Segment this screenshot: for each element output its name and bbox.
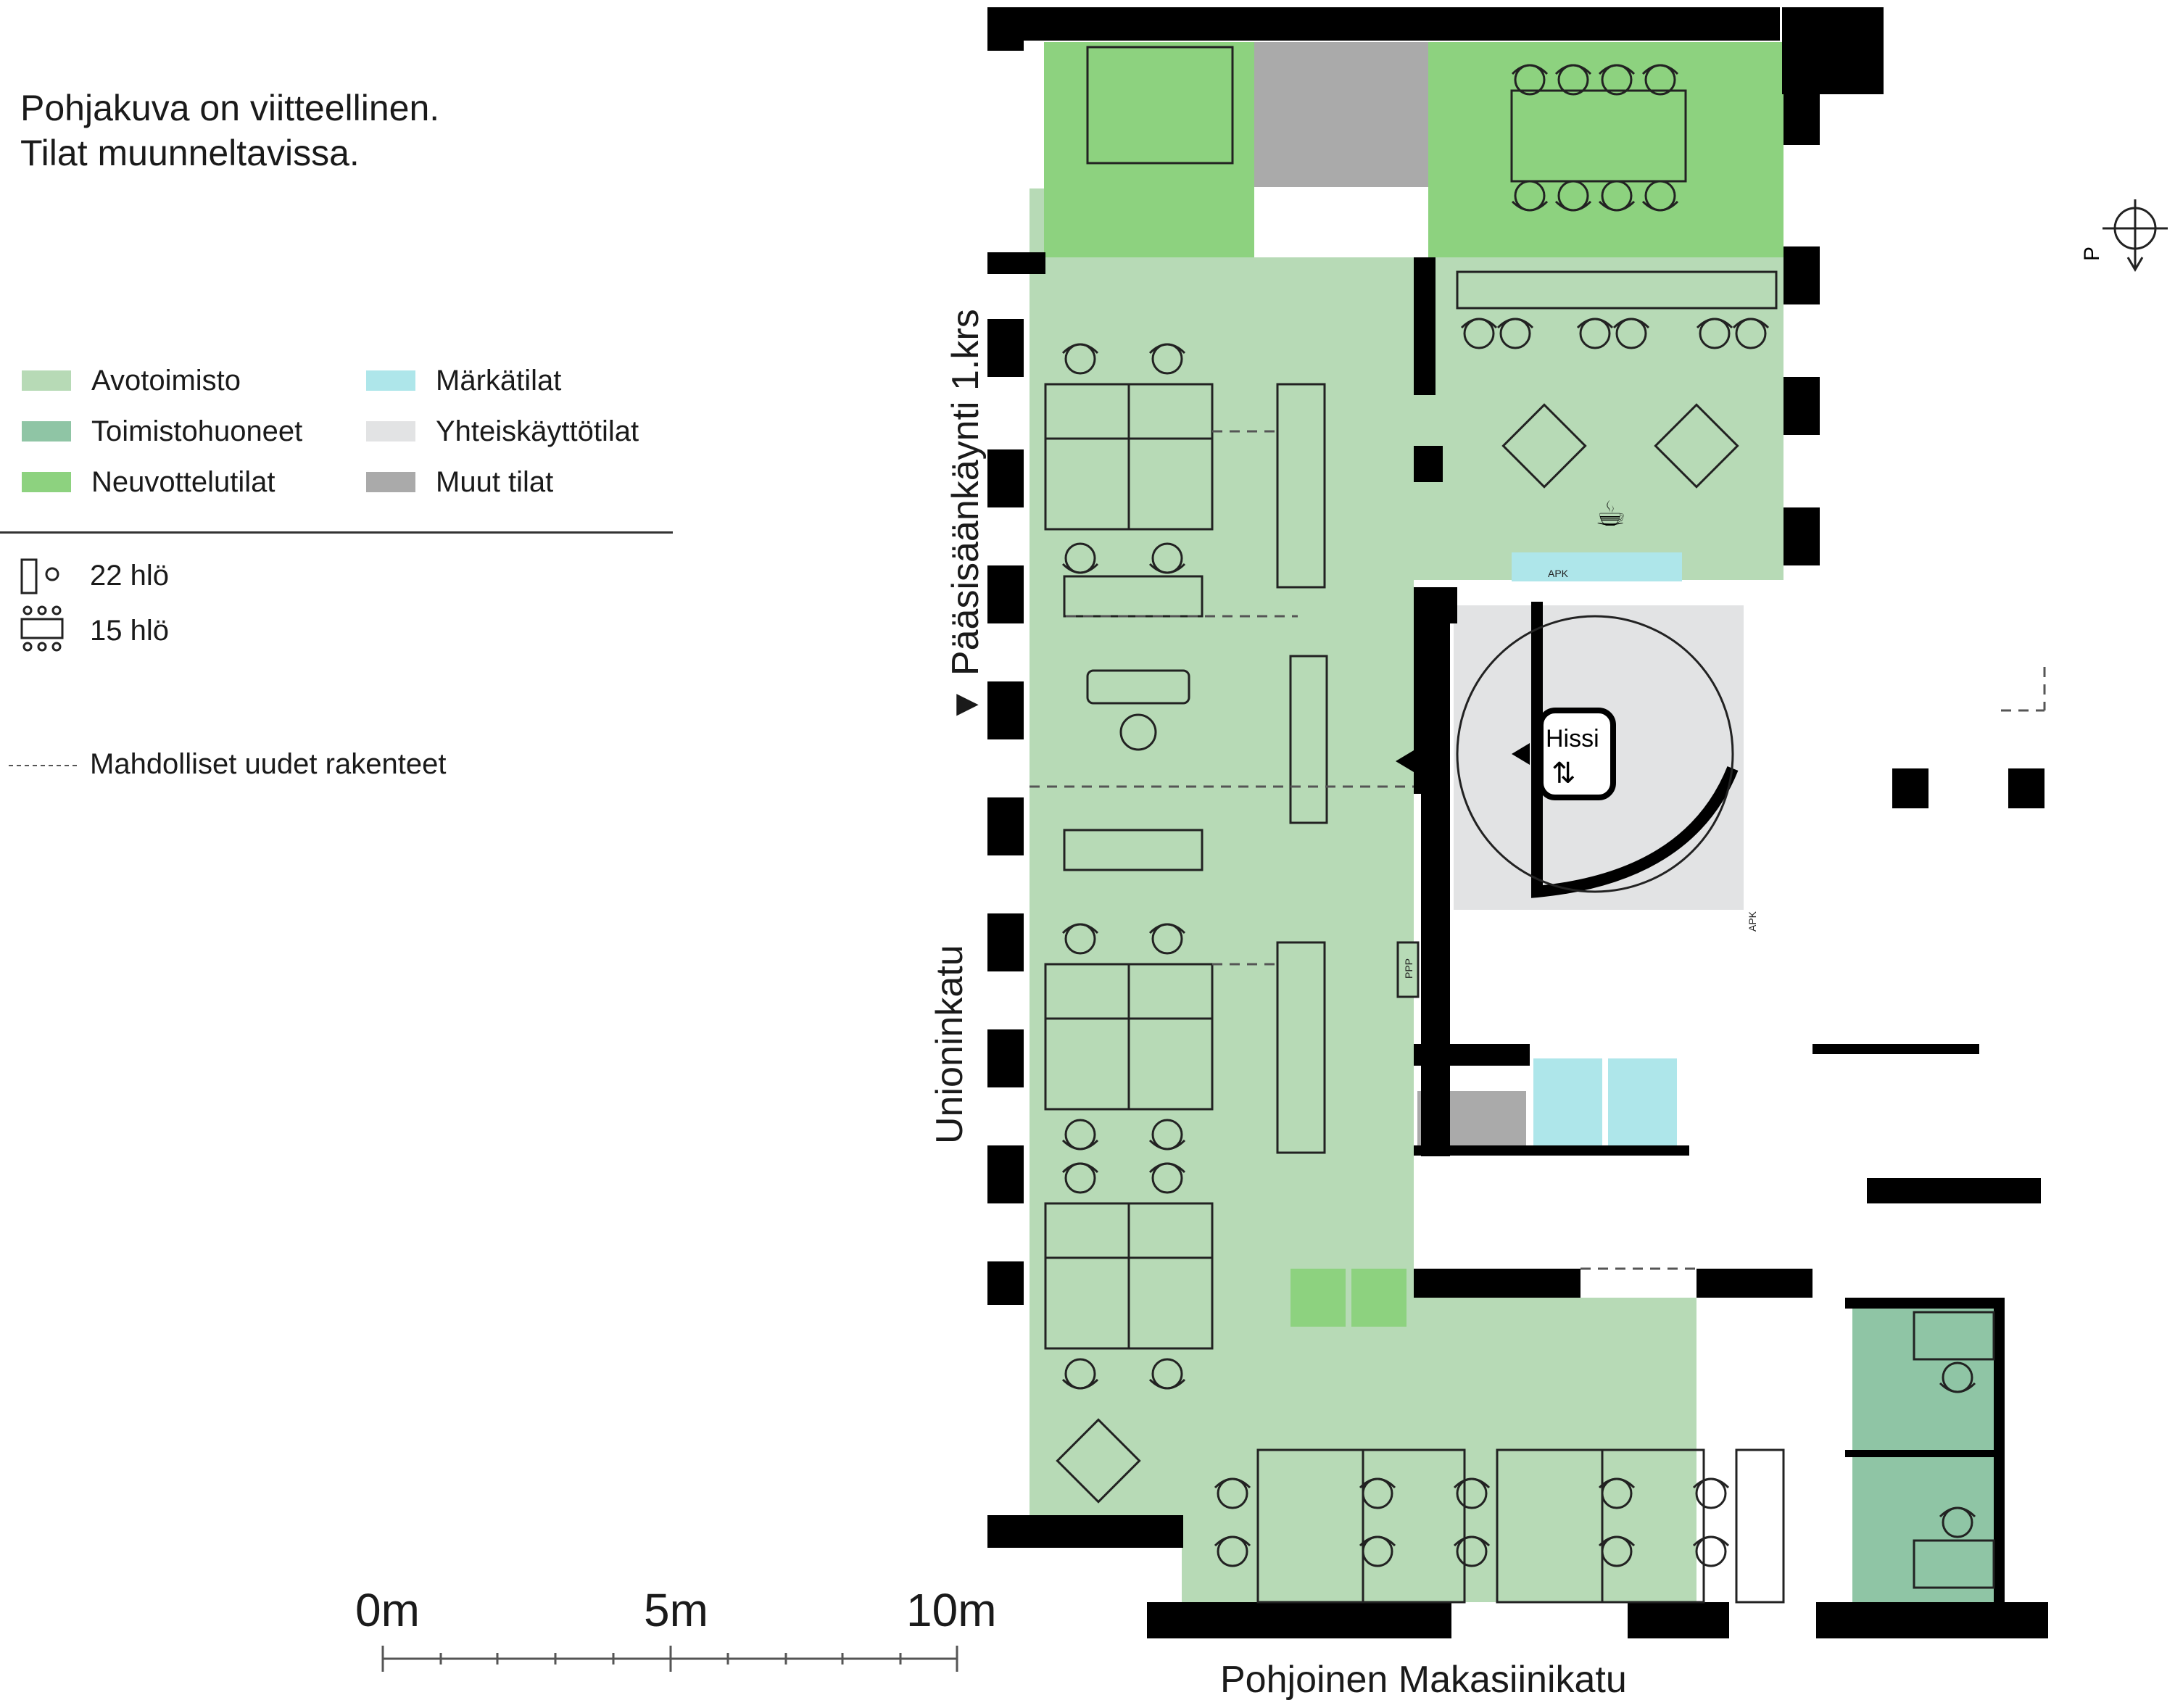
storage-bench-1	[1276, 383, 1326, 589]
scale-label-0: 0m	[355, 1584, 420, 1636]
legend-swatch-yhteiskayttotilat	[366, 421, 415, 441]
kitchen-bench	[1456, 270, 1778, 310]
legend-markatilat: Märkätilat	[366, 362, 561, 399]
wc-1	[1533, 1058, 1602, 1145]
entrance-arrow-icon	[1512, 743, 1530, 765]
cafe-table-2	[1654, 403, 1739, 489]
meeting-capacity: 15 hlö	[90, 615, 169, 647]
office-room-upper	[1852, 1301, 2001, 1450]
phone-booth-2	[1351, 1269, 1406, 1327]
entrance-arrow-icon	[1396, 750, 1414, 772]
storage-room	[1254, 42, 1428, 187]
dashed-line-legend: Mahdolliset uudet rakenteet	[90, 748, 447, 780]
apk-label-kitchen: APK	[1548, 568, 1569, 579]
storage-bench-3	[1276, 941, 1326, 1154]
ppp-label: PPP	[1403, 958, 1414, 979]
north-arrow-icon	[2102, 199, 2168, 272]
apk-label-wc: APK	[1747, 911, 1758, 932]
entrance-icon: ▼	[945, 686, 987, 724]
desk-group-4	[1256, 1448, 1466, 1604]
scale-label-5: 5m	[644, 1584, 708, 1636]
meeting-room-lounge	[1044, 42, 1254, 257]
legend-swatch-muut-tilat	[366, 472, 415, 492]
furniture	[1044, 46, 1995, 1604]
kitchen-counter	[1512, 552, 1682, 581]
plan-disclaimer: Pohjakuva on viitteellinen. Tilat muunne…	[20, 86, 439, 175]
main-entrance-label: ▼ Pääsisäänkäynti 1.krs	[945, 309, 987, 724]
storage-bench-2	[1289, 655, 1328, 824]
walls	[987, 7, 2048, 1638]
coffee-cup-icon: ☕	[1595, 495, 1626, 534]
cafe-table-1	[1501, 403, 1587, 489]
legend-toimistohuoneet: Toimistohuoneet	[22, 413, 302, 449]
elevator-shaft	[1538, 708, 1616, 800]
legend-yhteiskayttotilat: Yhteiskäyttötilat	[366, 413, 639, 449]
capacity-icons	[20, 558, 64, 652]
legend-label: Toimistohuoneet	[91, 415, 303, 447]
wc-2	[1608, 1058, 1677, 1145]
scale-label-10: 10m	[906, 1584, 997, 1636]
meeting-room-large	[1428, 42, 1784, 257]
legend-avotoimisto: Avotoimisto	[22, 362, 241, 399]
scale-bar	[381, 1646, 958, 1672]
legend-swatch-toimistohuoneet	[22, 421, 71, 441]
disclaimer-line-2: Tilat muunneltavissa.	[20, 133, 360, 173]
legend-swatch-avotoimisto	[22, 370, 71, 391]
workstation-icon	[20, 558, 59, 594]
legend-neuvottelutilat: Neuvottelutilat	[22, 464, 275, 500]
meeting-table	[1510, 89, 1687, 183]
legend-label: Avotoimisto	[91, 364, 241, 397]
possible-new-structures	[1030, 430, 2046, 1270]
legend-swatch-neuvottelutilat	[22, 472, 71, 492]
elevator-label: Hissi	[1546, 725, 1599, 753]
desk-group-5	[1496, 1448, 1705, 1604]
phone-booth-1	[1290, 1269, 1346, 1327]
legend-label: Muut tilat	[436, 465, 554, 498]
disclaimer-line-1: Pohjakuva on viitteellinen.	[20, 88, 440, 128]
room-fills	[1030, 42, 2001, 1602]
legend-divider	[0, 531, 673, 534]
desk-group-6	[1735, 1448, 1785, 1604]
legend-label: Märkätilat	[436, 364, 562, 397]
legend-label: Neuvottelutilat	[91, 465, 276, 498]
meeting-table-icon	[20, 605, 64, 652]
legend-swatch-markatilat	[366, 370, 415, 391]
lounge-sofa	[1086, 46, 1234, 165]
ppp-cabinet	[1396, 941, 1420, 998]
lounge-table	[1056, 1418, 1141, 1504]
street-unioninkatu: Unioninkatu	[929, 945, 971, 1144]
office-room-lower	[1852, 1454, 2001, 1602]
stairwell: Hissi ⇅	[1456, 602, 1739, 898]
legend-muut-tilat: Muut tilat	[366, 464, 553, 500]
north-label: P	[2080, 246, 2104, 261]
open-office-area	[1030, 188, 1784, 1602]
dashed-line-sample	[9, 765, 80, 766]
legend-label: Yhteiskäyttötilat	[436, 415, 639, 447]
workstation-capacity: 22 hlö	[90, 560, 169, 592]
elevator-arrows-icon: ⇅	[1552, 758, 1576, 789]
street-pohjoinen-makasiinikatu: Pohjoinen Makasiinikatu	[1220, 1659, 1627, 1701]
